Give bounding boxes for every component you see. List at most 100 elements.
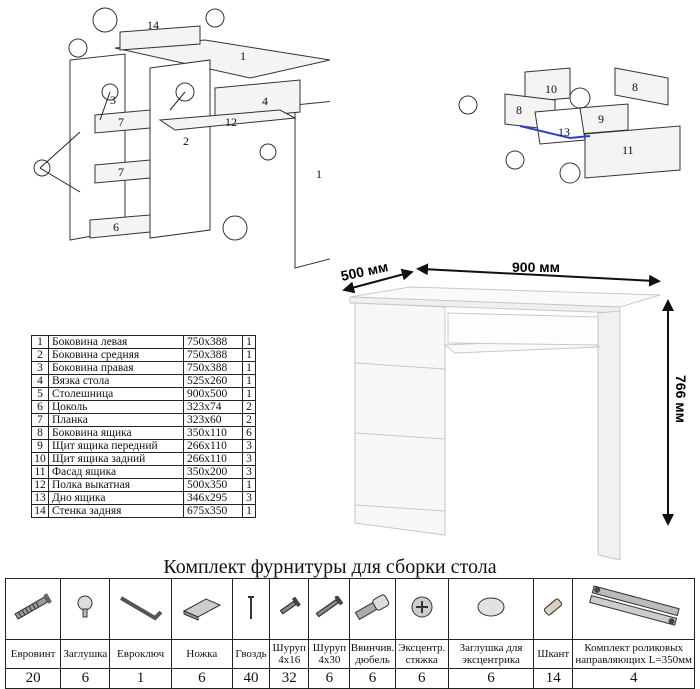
part-side-left: [69, 53, 126, 241]
parts-name: Боковина средняя: [48, 348, 184, 362]
hardware-icon-cell: [533, 578, 574, 640]
label-part-2: 2: [183, 134, 189, 148]
parts-size: 346х295: [183, 491, 243, 505]
label-part-9: 9: [598, 112, 604, 126]
parts-name: Цоколь: [48, 400, 184, 414]
foot-icon: [180, 597, 224, 625]
cam-lock-icon: [408, 596, 436, 625]
parts-qty: 1: [242, 387, 256, 401]
hardware-name: Шуруп 4х30: [308, 639, 351, 669]
parts-name: Фасад ящика: [48, 465, 184, 479]
parts-size: 350х110: [183, 426, 243, 440]
hardware-icon-cell: [447, 578, 535, 640]
label-part-5: 1: [240, 49, 246, 63]
hardware-qty: 4: [572, 668, 695, 689]
nail-icon: [244, 595, 258, 625]
parts-qty: 3: [242, 439, 256, 453]
parts-num: 6: [31, 400, 49, 414]
parts-name: Боковина ящика: [48, 426, 184, 440]
parts-size: 675х350: [183, 504, 243, 518]
hex-key-icon: [117, 595, 165, 628]
eurovint-icon: [10, 592, 56, 626]
hardware-qty: 6: [394, 668, 449, 689]
hardware-name: Шуруп 4х16: [269, 639, 310, 669]
hardware-qty: 6: [170, 668, 233, 689]
parts-name: Планка: [48, 413, 184, 427]
parts-qty: 2: [242, 413, 256, 427]
hardware-icon-cell: [394, 578, 449, 640]
hardware-name: Гвоздь: [231, 639, 271, 669]
hardware-icon-cell: [349, 578, 396, 640]
part-back-panel: [119, 25, 201, 51]
label-part-10: 10: [545, 82, 557, 96]
part-drawer-facade: [584, 125, 681, 179]
parts-size: 323х60: [183, 413, 243, 427]
hardware-qty: 20: [4, 668, 62, 689]
hardware-name: Евроключ: [109, 639, 172, 669]
label-part-7b: 7: [118, 165, 124, 179]
hardware-icon-cell: [572, 578, 695, 640]
part-side-middle: [149, 59, 211, 239]
parts-name: Боковина правая: [48, 361, 184, 375]
parts-name: Щит ящика передний: [48, 439, 184, 453]
hardware-qty: 6: [60, 668, 111, 689]
part-drawer-side: [614, 67, 669, 106]
height-dimension: 766 мм: [673, 375, 689, 423]
parts-qty: 3: [242, 491, 256, 505]
parts-size: 750х388: [183, 348, 243, 362]
parts-num: 10: [31, 452, 49, 466]
hardware-name: Эксцентр. стяжка: [394, 639, 449, 669]
hardware-icon-cell: [170, 578, 233, 640]
label-part-11: 11: [622, 143, 634, 157]
part-plinth: [89, 214, 151, 239]
parts-qty: 1: [242, 478, 256, 492]
parts-size: 350х200: [183, 465, 243, 479]
cap-icon: [73, 595, 97, 624]
parts-size: 900х500: [183, 387, 243, 401]
parts-num: 4: [31, 374, 49, 388]
parts-name: Полка выкатная: [48, 478, 184, 492]
parts-size: 266х110: [183, 452, 243, 466]
parts-num: 14: [31, 504, 49, 518]
desk-render: 500 мм 900 мм 766 мм: [339, 258, 689, 560]
parts-name: Столешница: [48, 387, 184, 401]
parts-num: 1: [31, 335, 49, 349]
hardware-qty: 1: [109, 668, 172, 689]
hardware-icon-cell: [269, 578, 310, 640]
hardware-qty: 32: [269, 668, 310, 689]
label-part-1: 1: [316, 167, 322, 181]
parts-name: Дно ящика: [48, 491, 184, 505]
parts-qty: 3: [242, 452, 256, 466]
width-dimension: 900 мм: [512, 259, 560, 275]
label-part-3: 3: [110, 93, 116, 107]
parts-num: 9: [31, 439, 49, 453]
parts-size: 750х388: [183, 361, 243, 375]
screw-long-icon: [311, 594, 347, 622]
part-pullout-shelf: [158, 109, 297, 131]
hardware-name: Ножка: [170, 639, 233, 669]
parts-qty: 6: [242, 426, 256, 440]
dowel-icon: [351, 593, 395, 625]
cam-cap-icon: [474, 597, 508, 623]
label-part-6: 6: [113, 220, 119, 234]
parts-size: 525х260: [183, 374, 243, 388]
hardware-qty: 6: [308, 668, 351, 689]
part-slat: [94, 109, 151, 134]
label-part-4: 4: [262, 94, 268, 108]
label-part-12: 12: [225, 115, 237, 129]
parts-num: 3: [31, 361, 49, 375]
parts-qty: 1: [242, 348, 256, 362]
hardware-name: Заглушка: [60, 639, 111, 669]
parts-num: 2: [31, 348, 49, 362]
parts-size: 750х388: [183, 335, 243, 349]
